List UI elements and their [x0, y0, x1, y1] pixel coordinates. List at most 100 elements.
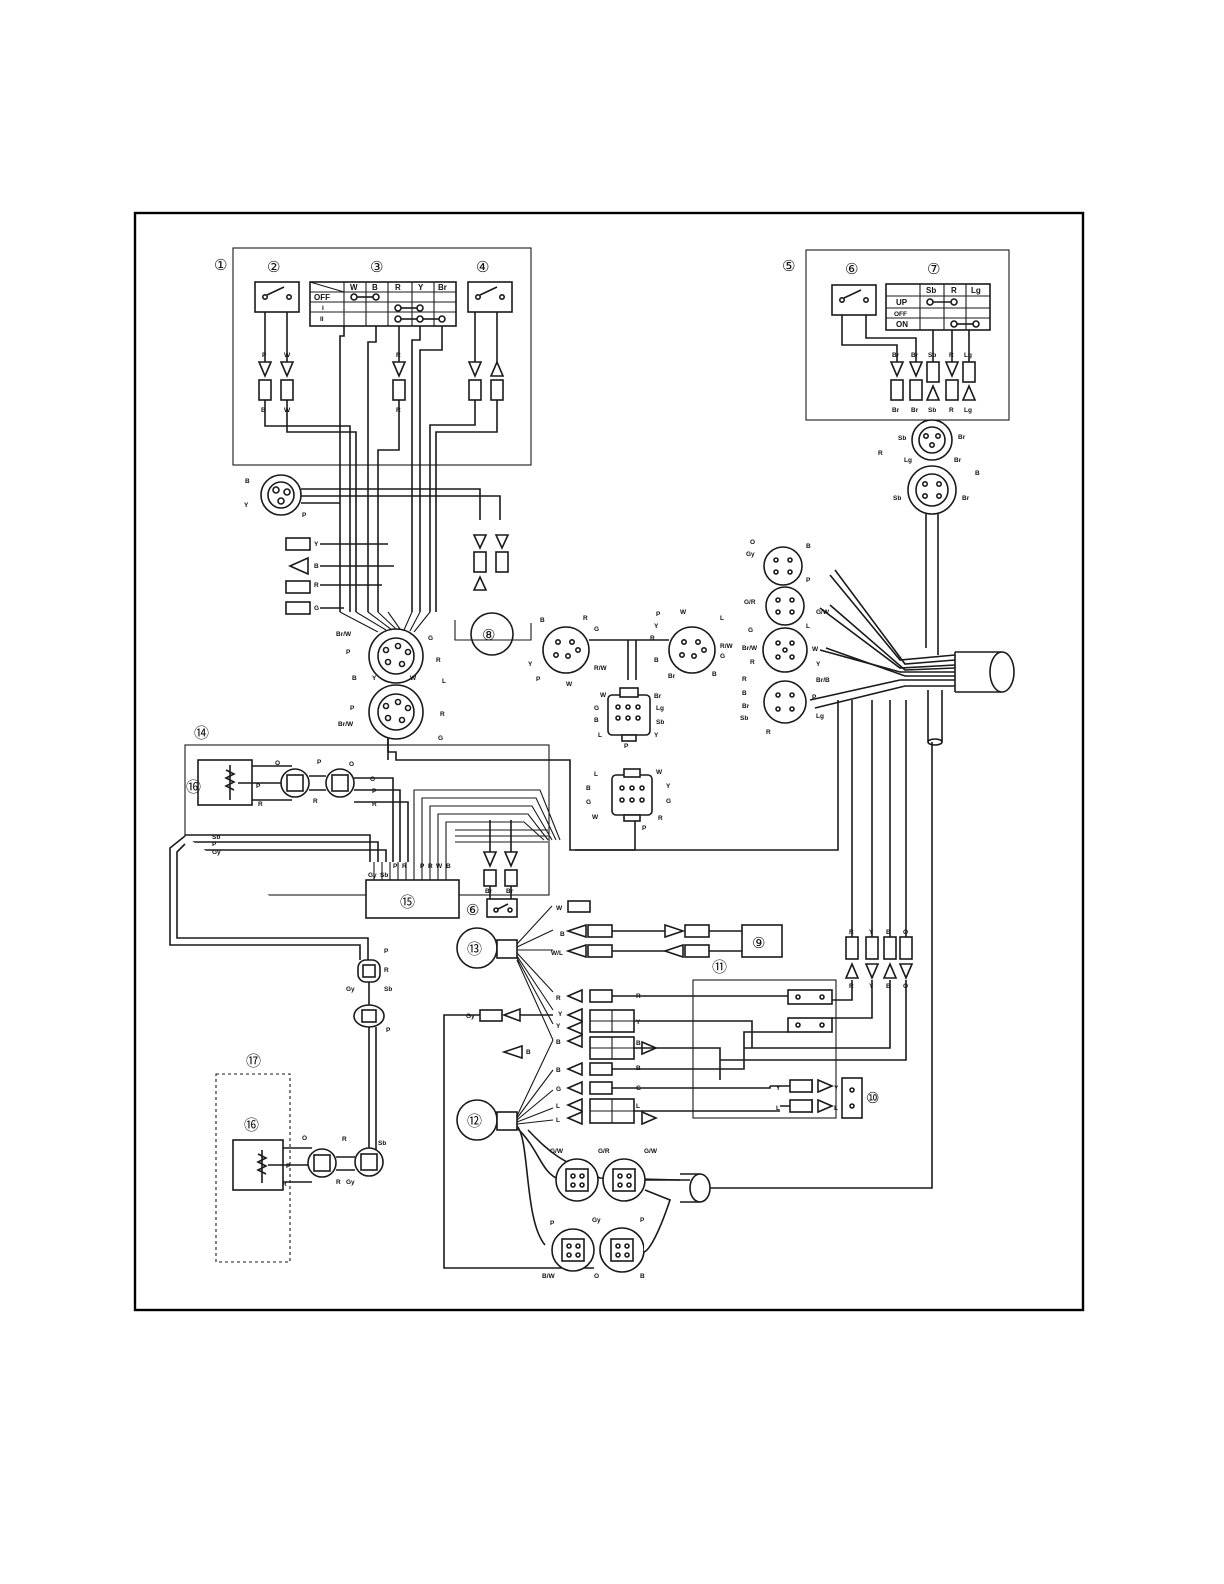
lbl-p-ring: P — [302, 512, 307, 519]
s14-gy: Gy — [212, 849, 221, 856]
lbl-b-stub: B — [314, 563, 319, 570]
cc-rw: R/W — [594, 665, 608, 672]
mid-pin-block: R Y Y B B G L L R Y B B G L — [556, 988, 659, 1126]
tc-sb2: Sb — [893, 495, 901, 502]
tc-lg: Lg — [904, 457, 912, 464]
main-row-2: II — [320, 316, 324, 323]
callout-2: ② — [267, 259, 280, 276]
vr-b: B — [886, 983, 891, 990]
main-row-1: I — [322, 305, 324, 312]
cc2-l: L — [720, 615, 724, 622]
trim-row-up: UP — [896, 298, 908, 307]
mp-l3: L — [636, 1103, 640, 1110]
tc-br: Br — [958, 434, 966, 441]
u15-p: P — [393, 863, 398, 870]
tc-br3: Br — [962, 495, 970, 502]
lbl-g-2: G — [438, 735, 443, 742]
sq2-l: L — [594, 771, 598, 778]
lc-p: P — [384, 948, 389, 955]
rc-br: Br — [742, 703, 750, 710]
cc2-rw: R/W — [720, 643, 734, 650]
rc-p2: P — [812, 694, 817, 701]
s14-r3: R — [372, 801, 377, 808]
lbl-r-1: R — [436, 657, 441, 664]
trim-switch-panel: ⑤ ⑥ ⑦ Sb R Lg UP OFF ON — [782, 249, 1010, 421]
s14-o3: O — [370, 776, 375, 783]
callout-12: ⑫ — [467, 1113, 482, 1130]
rc-o: O — [750, 539, 755, 546]
rc-gr: G/R — [744, 599, 756, 606]
sq2-w2: W — [592, 814, 599, 821]
cc2-p: P — [656, 611, 661, 618]
rc-g: G — [748, 627, 753, 634]
sq-sb: Sb — [656, 719, 664, 726]
lc-r: R — [384, 967, 389, 974]
rc-y: Y — [816, 661, 821, 668]
lbl-p-1: P — [346, 649, 351, 656]
cc-b: B — [540, 617, 545, 624]
callout-15: ⑮ — [400, 894, 415, 911]
choke-switch — [467, 281, 513, 313]
cc-r: R — [583, 615, 588, 622]
main-switch-table: W B R Y Br OFF I II — [309, 281, 457, 327]
cc-y: Y — [528, 661, 533, 668]
main-harness-connectors: Br/W G P R B Y W L P R Br/W G — [336, 611, 636, 851]
sq2-y: Y — [666, 783, 671, 790]
lbl-r-stub: R — [314, 582, 319, 589]
rc-brw: Br/W — [742, 645, 758, 652]
sq-b: B — [594, 717, 599, 724]
sq-lg: Lg — [656, 705, 664, 712]
trim-row-on: ON — [896, 320, 908, 329]
bc-p2: P — [640, 1217, 645, 1224]
s14-o2: O — [349, 761, 354, 768]
main-col-w: W — [350, 283, 358, 292]
buzzer — [470, 612, 514, 656]
s14-sb: Sb — [212, 834, 220, 841]
sq-y: Y — [654, 732, 659, 739]
lbl-brw-1: Br/W — [336, 631, 352, 638]
lbl-y-ring: Y — [244, 502, 249, 509]
s14-r: R — [313, 798, 318, 805]
sq2-p: P — [642, 825, 647, 832]
trim-pin-sb: Sb — [928, 352, 936, 359]
callout-4: ④ — [476, 259, 489, 276]
mp-y3: Y — [636, 1019, 641, 1026]
cc2-r: R — [650, 635, 655, 642]
r10-y2: Y — [834, 1085, 839, 1092]
callout-6-top: ⑥ — [845, 261, 858, 278]
component-9 — [741, 924, 783, 958]
sw6-br2: Br — [506, 888, 514, 895]
trim-col-lg: Lg — [971, 286, 981, 295]
l17-o: O — [302, 1135, 307, 1142]
bc-bw: B/W — [542, 1273, 556, 1280]
main-col-br: Br — [438, 283, 447, 292]
diagram-frame — [133, 211, 1085, 1312]
l17-r2: R — [282, 1181, 287, 1188]
sq2-r: R — [658, 815, 663, 822]
rc-b2: B — [742, 690, 747, 697]
bc-b: B — [640, 1273, 645, 1280]
rc-r: R — [750, 659, 755, 666]
trim-row-off: OFF — [894, 311, 907, 318]
vr-b2: B — [886, 929, 891, 936]
mp-l: L — [556, 1103, 560, 1110]
callout-10: ⑩ — [866, 1090, 879, 1107]
sensor-panel-17: ⑰ ⑯ O R Sb P R R Gy — [215, 1053, 386, 1263]
h13-wl: W/L — [551, 950, 563, 957]
trim-pin-br3: Br — [892, 407, 900, 414]
right-round-connectors: O B Gy P G/R G/W G L Br/W W R Y R Br/B B… — [740, 539, 830, 736]
rc-gw: G/W — [816, 609, 830, 616]
u15-sb: Sb — [380, 872, 388, 879]
mp-l2: L — [556, 1117, 560, 1124]
u15-p2: P — [420, 863, 425, 870]
trim-pin-lg: Lg — [964, 352, 972, 359]
callout-3: ③ — [370, 259, 383, 276]
trim-pin-r2: R — [949, 407, 954, 414]
trim-switch-table: Sb R Lg UP OFF ON — [885, 283, 991, 331]
sq-g: G — [594, 705, 599, 712]
rc-r2: R — [742, 676, 747, 683]
callout-5: ⑤ — [782, 258, 795, 275]
lbl-y-stub: Y — [314, 541, 319, 548]
callout-11: ⑪ — [712, 959, 727, 976]
rc-gy: Gy — [746, 551, 755, 558]
